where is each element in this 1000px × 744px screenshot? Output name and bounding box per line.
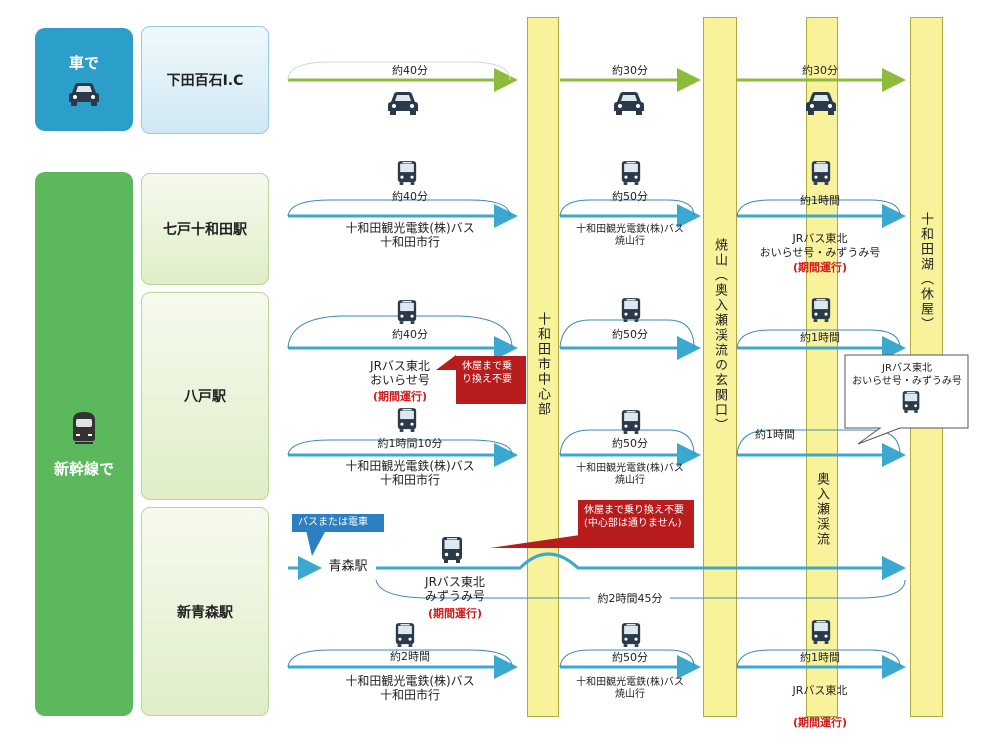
no-transfer-note: 休屋まで乗り換え不要: [456, 356, 526, 404]
time-label: 約40分: [392, 190, 428, 203]
destination-label: 十和田市行: [379, 235, 440, 249]
destination-label: おいらせ号・みずうみ号: [759, 246, 881, 259]
stop-pill-center: [527, 17, 559, 717]
station-hachinohe-label: 八戸駅: [184, 389, 226, 405]
stop-pill-oirase: [806, 17, 838, 717]
operator-label: 十和田観光電鉄(株)バス: [576, 677, 684, 688]
time-label: 約50分: [612, 190, 648, 203]
car-time-2: 約30分: [612, 64, 648, 77]
bus-icon: [440, 536, 464, 564]
operator-label: 十和田観光電鉄(株)バス: [345, 674, 475, 688]
callout-service: おいらせ号・みずうみ号: [852, 376, 962, 387]
bus-icon: [620, 160, 642, 186]
car-icon: [612, 90, 646, 116]
car-icon: [386, 90, 420, 116]
time-label: 約1時間: [800, 651, 840, 664]
destination-label: みずうみ号: [424, 589, 485, 603]
seasonal-label: (期間運行): [792, 261, 848, 274]
operator-label: JRバス東北: [370, 359, 430, 373]
time-label: 約1時間: [800, 194, 840, 207]
bus-icon: [901, 390, 921, 414]
bus-route-arrows: [288, 204, 906, 679]
time-brackets: [287, 61, 906, 668]
shinkansen-category-label: 新幹線で: [53, 459, 114, 478]
station-shin-aomori-label: 新青森駅: [177, 604, 233, 621]
stop-yakeyama-label: 焼山（奥入瀬渓流の玄関口）: [712, 238, 727, 433]
time-label: 約2時間: [390, 650, 430, 663]
operator-label: JRバス東北: [425, 575, 485, 589]
bus-icon: [620, 297, 642, 323]
stop-lake-label: 十和田湖（休屋）: [918, 212, 933, 332]
destination-label: 十和田市行: [379, 473, 440, 487]
operator-label: JRバス東北: [792, 684, 848, 697]
bus-or-train-tag: バスまたは電車: [292, 514, 384, 532]
station-ic: 下田百石I.C: [141, 26, 269, 134]
car-time-3: 約30分: [802, 64, 838, 77]
stop-oirase-label: 奥入瀬渓流: [814, 472, 829, 547]
bus-icon: [396, 407, 418, 433]
seasonal-label: (期間運行): [792, 716, 848, 729]
no-transfer-note: 休屋まで乗り換え不要(中心部は通りません): [578, 500, 694, 548]
bus-icon: [810, 619, 832, 645]
aomori-station-label: 青森駅: [328, 559, 368, 574]
seasonal-label: (期間運行): [427, 607, 483, 620]
time-label: 約50分: [612, 328, 648, 341]
destination-label: 焼山行: [615, 689, 645, 700]
station-shin-aomori: 新青森駅: [141, 507, 269, 716]
station-shichinohe-label: 七戸十和田駅: [163, 222, 247, 238]
bus-icon: [620, 622, 642, 648]
bus-icon: [394, 622, 416, 648]
time-label: 約1時間: [755, 428, 795, 441]
time-label: 約40分: [392, 328, 428, 341]
destination-label: 焼山行: [615, 236, 645, 247]
time-label: 約50分: [612, 437, 648, 450]
stop-pill-yakeyama: [703, 17, 737, 717]
shinkansen-category-block: 新幹線で: [35, 172, 133, 716]
seasonal-label: (期間運行): [372, 390, 428, 403]
bus-icon: [396, 299, 418, 325]
bus-icon: [620, 409, 642, 435]
bus-icon: [810, 160, 832, 186]
car-category-block: 車で: [35, 28, 133, 131]
car-time-1: 約40分: [392, 64, 428, 77]
car-category-label: 車で: [68, 54, 99, 72]
destination-label: 十和田市行: [379, 688, 440, 702]
time-label: 約50分: [612, 651, 648, 664]
destination-label: おいらせ号: [370, 373, 430, 387]
operator-label: 十和田観光電鉄(株)バス: [345, 221, 475, 235]
time-label: 約1時間10分: [377, 437, 443, 450]
operator-label: 十和田観光電鉄(株)バス: [345, 459, 475, 473]
operator-label: JRバス東北: [792, 232, 848, 245]
operator-label: 十和田観光電鉄(株)バス: [576, 463, 684, 474]
destination-label: 焼山行: [615, 475, 645, 486]
total-time-label: 約2時間45分: [590, 592, 670, 605]
station-shichinohe: 七戸十和田駅: [141, 173, 269, 285]
stop-center-label: 十和田市中心部: [535, 312, 550, 417]
station-ic-label: 下田百石I.C: [166, 73, 244, 89]
time-label: 約1時間: [800, 331, 840, 344]
bus-icon: [810, 297, 832, 323]
operator-label: 十和田観光電鉄(株)バス: [576, 224, 684, 235]
car-icon: [804, 90, 838, 116]
station-hachinohe: 八戸駅: [141, 292, 269, 500]
callout-operator: JRバス東北: [882, 363, 932, 374]
bus-icon: [396, 160, 418, 186]
